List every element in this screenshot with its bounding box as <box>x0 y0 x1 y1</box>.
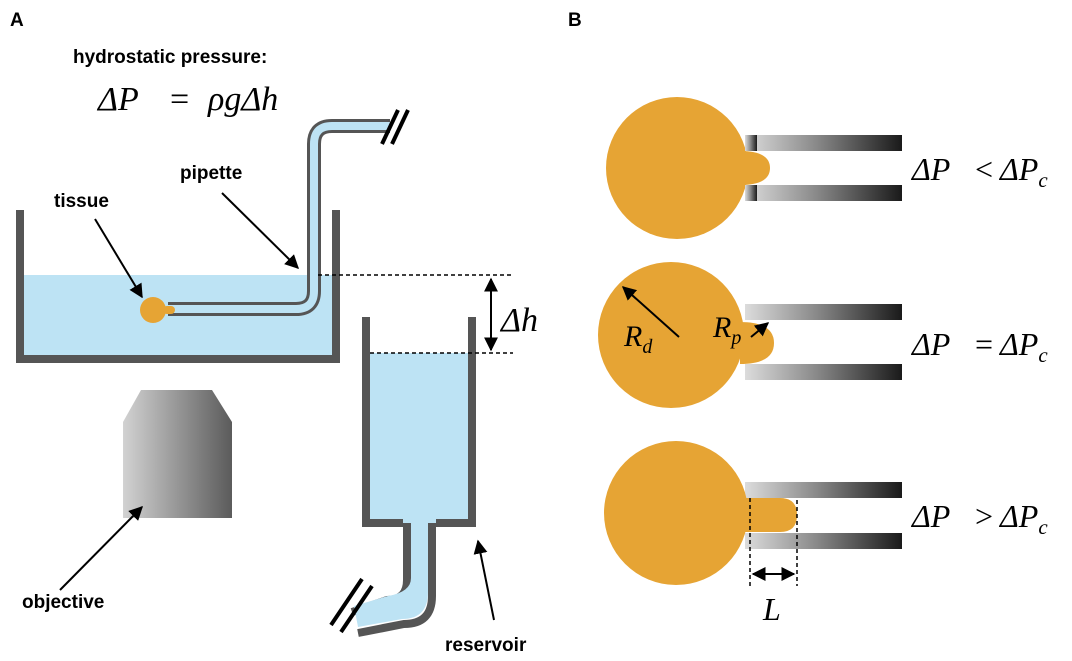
droplet-tongue <box>740 498 797 532</box>
svg-text:ΔP: ΔP <box>910 498 950 534</box>
pipette-wall-bottom <box>745 533 902 549</box>
hydrostatic-equation: ΔP = ρgΔh <box>96 81 278 118</box>
row2-operator: = <box>975 326 993 362</box>
row3-operator: > <box>975 498 993 534</box>
droplet-bulge <box>740 322 774 364</box>
row1-rhs: ΔP <box>998 151 1038 187</box>
pipette-wall-top <box>745 482 902 498</box>
outlet-break-mark-1 <box>329 577 364 627</box>
pipette-wall-bottom <box>745 364 902 380</box>
pipette-arrow <box>221 192 299 269</box>
svg-text:ΔP: ΔP <box>910 326 950 362</box>
rd-label: R <box>623 320 642 353</box>
row2-rhs: ΔP <box>998 326 1038 362</box>
l-label: L <box>762 591 781 627</box>
aspiration-state-below-critical: ΔP < ΔPc <box>606 97 1048 239</box>
pipette-break-mark-2 <box>390 109 410 145</box>
objective-label: objective <box>22 592 104 613</box>
reservoir-water <box>369 353 469 525</box>
outlet-break-mark-2 <box>339 584 374 634</box>
equation-rhs: ρgΔh <box>207 81 278 118</box>
aspiration-state-above-critical: L ΔP > ΔPc <box>604 441 1048 627</box>
tissue-arrow <box>94 218 143 299</box>
row3-rhs-sub: c <box>1038 515 1048 539</box>
row1-rhs-sub: c <box>1038 168 1048 192</box>
equation-lhs: ΔP <box>96 81 139 118</box>
svg-text:Rp: Rp <box>712 311 741 349</box>
pipette-wall-bottom <box>745 185 902 201</box>
svg-text:ΔPc: ΔPc <box>998 326 1048 367</box>
rp-radius-arrow <box>750 322 770 338</box>
reservoir-label: reservoir <box>445 635 527 656</box>
delta-h-label: Δh <box>499 302 538 339</box>
row3-lhs: ΔP <box>910 498 950 534</box>
svg-text:ΔPc: ΔPc <box>998 151 1048 192</box>
svg-text:ΔP: ΔP <box>910 151 950 187</box>
row2-rhs-sub: c <box>1038 343 1048 367</box>
rd-label-sub: d <box>642 336 653 358</box>
hydrostatic-pressure-title: hydrostatic pressure: <box>73 47 267 68</box>
tissue-label: tissue <box>54 191 109 212</box>
tissue-protrusion <box>163 306 175 314</box>
panel-b-label: B <box>568 10 582 31</box>
reservoir-wall <box>362 317 403 527</box>
pipette-tube <box>168 109 410 316</box>
svg-text:ΔPc: ΔPc <box>998 498 1048 539</box>
pipette-wall-top <box>745 304 902 320</box>
reservoir-arrow <box>473 539 495 621</box>
row3-rhs: ΔP <box>998 498 1038 534</box>
reservoir-wall-right <box>436 317 476 527</box>
row1-operator: < <box>975 151 993 187</box>
dish-wall <box>16 210 340 363</box>
equation-equals: = <box>170 81 189 118</box>
objective-lens <box>123 390 232 518</box>
tissue-droplet <box>140 297 166 323</box>
droplet <box>604 441 748 585</box>
row1-lhs: ΔP <box>910 151 950 187</box>
objective-arrow <box>59 506 143 591</box>
reservoir-outlet-tube <box>329 523 436 637</box>
rp-label-sub: p <box>729 327 741 349</box>
pipette-break-mark-1 <box>380 109 400 145</box>
rp-label: R <box>712 311 731 344</box>
row2-lhs: ΔP <box>910 326 950 362</box>
rd-radius-arrow <box>621 286 680 338</box>
droplet-bulge <box>740 151 770 185</box>
pipette-label: pipette <box>180 163 242 184</box>
svg-text:ΔP: ΔP <box>96 81 139 118</box>
droplet <box>606 97 748 239</box>
aspiration-state-critical: Rd Rp ΔP = ΔPc <box>598 262 1048 408</box>
pipette-wall-top <box>745 135 902 151</box>
svg-text:Rd: Rd <box>623 320 653 358</box>
panel-a-label: A <box>10 10 24 31</box>
